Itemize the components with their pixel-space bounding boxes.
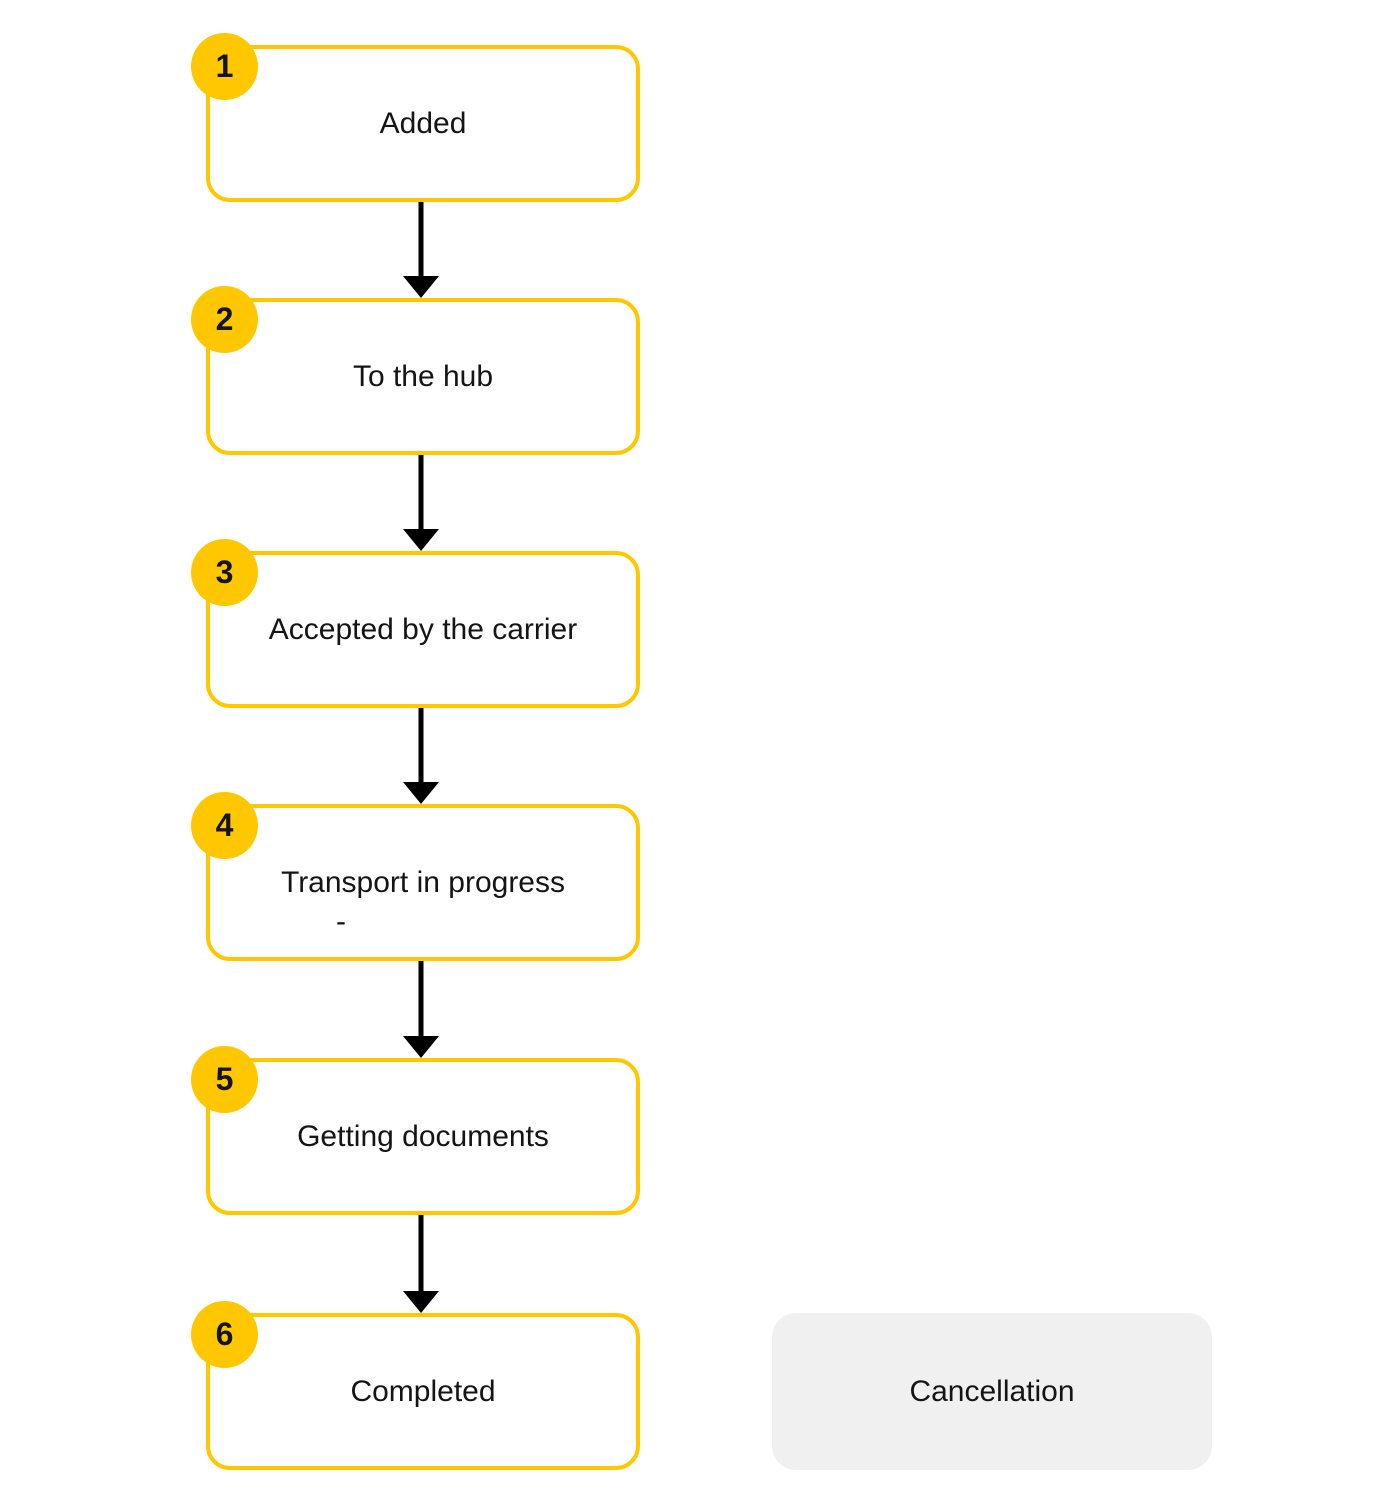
step-box-to-the-hub[interactable]: 2 To the hub: [191, 286, 640, 455]
flow-arrow-3: [403, 708, 439, 804]
step-number-badge: 3: [191, 539, 258, 606]
step-number-badge: 4: [191, 792, 258, 859]
step-number-badge: 2: [191, 286, 258, 353]
flow-arrow-5: [403, 1215, 439, 1313]
step-label-to-the-hub: To the hub: [352, 359, 494, 393]
arrow-down-icon: [403, 529, 439, 551]
step-label-getting-documents: Getting documents: [297, 1119, 549, 1153]
arrow-line: [418, 1215, 424, 1295]
step-label-added: Added: [379, 106, 467, 140]
step-label-transport-in-progress: Transport in progress: [280, 865, 565, 899]
step-number-badge: 5: [191, 1046, 258, 1113]
step-box-completed[interactable]: 6 Completed: [191, 1301, 640, 1470]
step-box-added[interactable]: 1 Added: [191, 33, 640, 202]
step-sublabel-dash: -: [336, 905, 346, 938]
cancellation-label: Cancellation: [909, 1374, 1075, 1408]
arrow-down-icon: [403, 276, 439, 298]
step-box-getting-documents[interactable]: 5 Getting documents: [191, 1046, 640, 1215]
arrow-down-icon: [403, 1036, 439, 1058]
arrow-line: [418, 708, 424, 786]
arrow-line: [418, 961, 424, 1040]
arrow-down-icon: [403, 782, 439, 804]
step-box-accepted-by-carrier[interactable]: 3 Accepted by the carrier: [191, 539, 640, 708]
step-label-completed: Completed: [350, 1374, 496, 1408]
arrow-down-icon: [403, 1291, 439, 1313]
arrow-line: [418, 202, 424, 280]
step-label-accepted-by-carrier: Accepted by the carrier: [268, 612, 578, 646]
step-number-badge: 1: [191, 33, 258, 100]
step-number-badge: 6: [191, 1301, 258, 1368]
cancellation-button[interactable]: Cancellation: [772, 1313, 1212, 1470]
flow-arrow-4: [403, 961, 439, 1058]
flow-arrow-2: [403, 455, 439, 551]
step-box-transport-in-progress[interactable]: 4 Transport in progress -: [191, 792, 640, 961]
arrow-line: [418, 455, 424, 533]
flow-arrow-1: [403, 202, 439, 298]
